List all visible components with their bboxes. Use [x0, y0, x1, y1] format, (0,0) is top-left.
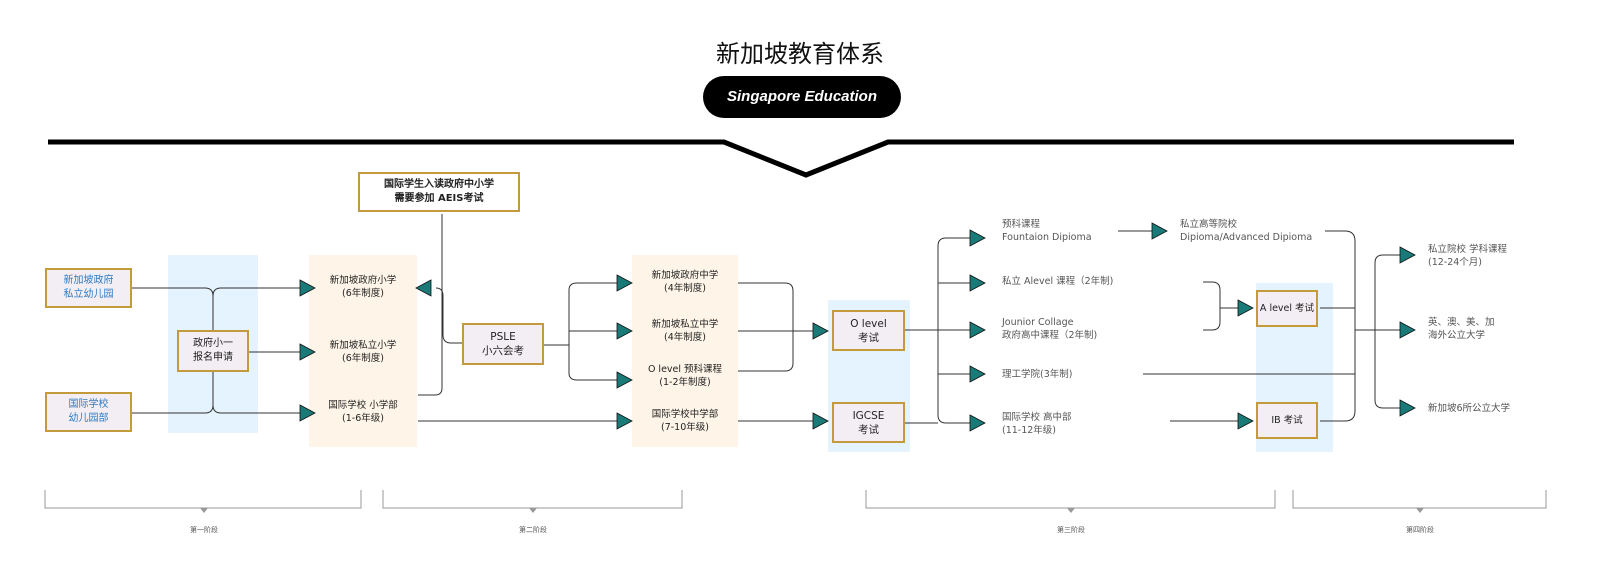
- stage-label-1: 第一阶段: [190, 526, 218, 534]
- psle-box: PSLE 小六会考: [462, 323, 544, 365]
- gov-secondary-label: 新加坡政府中学 (4年制度): [651, 270, 719, 294]
- arrow-head: [812, 322, 829, 340]
- alevel-exam-box: A level 考试: [1256, 290, 1318, 327]
- arrow-head: [1399, 321, 1416, 339]
- arrow-head: [1399, 399, 1416, 417]
- arrow-head: [616, 371, 633, 389]
- sg-univ-label: 新加坡6所公立大学: [1428, 403, 1511, 414]
- arrow-head: [299, 404, 316, 422]
- olevel-prep-label: O level 预科课程 (1-2年制度): [647, 364, 723, 388]
- stage-label-4: 第四阶段: [1406, 526, 1434, 534]
- junior-college-label: Jounior Collage 政府高中课程（2年制): [1002, 317, 1098, 341]
- intl-primary-label: 国际学校 小学部 (1-6年级): [328, 400, 398, 424]
- kindergarten-intl-box: 国际学校 幼儿园部: [45, 392, 132, 432]
- kindergarten-gov-box: 新加坡政府 私立幼儿园: [45, 268, 132, 308]
- stage-bracket: [865, 490, 1276, 509]
- arrow-head: [969, 229, 986, 247]
- arrow-head: [812, 412, 829, 430]
- stage-bracket: [44, 490, 362, 509]
- arrow-head: [299, 343, 316, 361]
- private-secondary-label: 新加坡私立中学 (4年制度): [651, 319, 719, 343]
- ib-exam-box: IB 考试: [1256, 402, 1318, 439]
- panel-secondary: [632, 255, 738, 447]
- page-title: 新加坡教育体系: [716, 40, 884, 68]
- arrow-head: [969, 321, 986, 339]
- private-degree-label: 私立院校 学科课程 (12-24个月): [1428, 244, 1508, 268]
- arrow-head: [616, 274, 633, 292]
- stage-bracket: [382, 490, 683, 509]
- primary-application-box: 政府小一 报名申请: [177, 330, 249, 372]
- intl-high-label: 国际学校 高中部 (11-12年级): [1002, 412, 1072, 436]
- igcse-exam-box: IGCSE 考试: [832, 402, 905, 443]
- arrow-head: [616, 322, 633, 340]
- arrow-head: [1237, 412, 1254, 430]
- private-primary-label: 新加坡私立小学 (6年制度): [329, 340, 397, 364]
- private-alevel-label: 私立 Alevel 课程（2年制): [1002, 276, 1114, 287]
- arrow-head: [299, 279, 316, 297]
- arrow-head: [415, 279, 432, 297]
- overseas-univ-label: 英、澳、美、加 海外公立大学: [1428, 317, 1495, 341]
- polytechnic-label: 理工学院(3年制): [1002, 369, 1073, 380]
- stage-label-3: 第三阶段: [1057, 526, 1085, 534]
- arrow-head: [969, 414, 986, 432]
- arrow-head: [616, 412, 633, 430]
- intl-secondary-label: 国际学校中学部 (7-10年级): [651, 409, 719, 433]
- arrow-head: [1399, 246, 1416, 264]
- header-divider: [48, 139, 1514, 178]
- gov-primary-label: 新加坡政府小学 (6年制度): [329, 275, 397, 299]
- arrow-head: [1151, 222, 1168, 240]
- subtitle-pill: Singapore Education: [703, 76, 901, 118]
- olevel-exam-box: O level 考试: [832, 310, 905, 351]
- private-higher-label: 私立高等院校 Dipioma/Advanced Dipioma: [1180, 219, 1313, 243]
- stage-label-2: 第二阶段: [519, 526, 547, 534]
- arrow-head: [969, 274, 986, 292]
- stage-bracket: [1292, 490, 1547, 509]
- foundation-label: 预科课程 Fountaion Dipioma: [1002, 219, 1092, 243]
- arrow-head: [969, 365, 986, 383]
- arrow-head: [1237, 299, 1254, 317]
- panel-primary: [309, 255, 417, 447]
- aeis-note-box: 国际学生入读政府中小学 需要参加 AEIS考试: [358, 172, 520, 212]
